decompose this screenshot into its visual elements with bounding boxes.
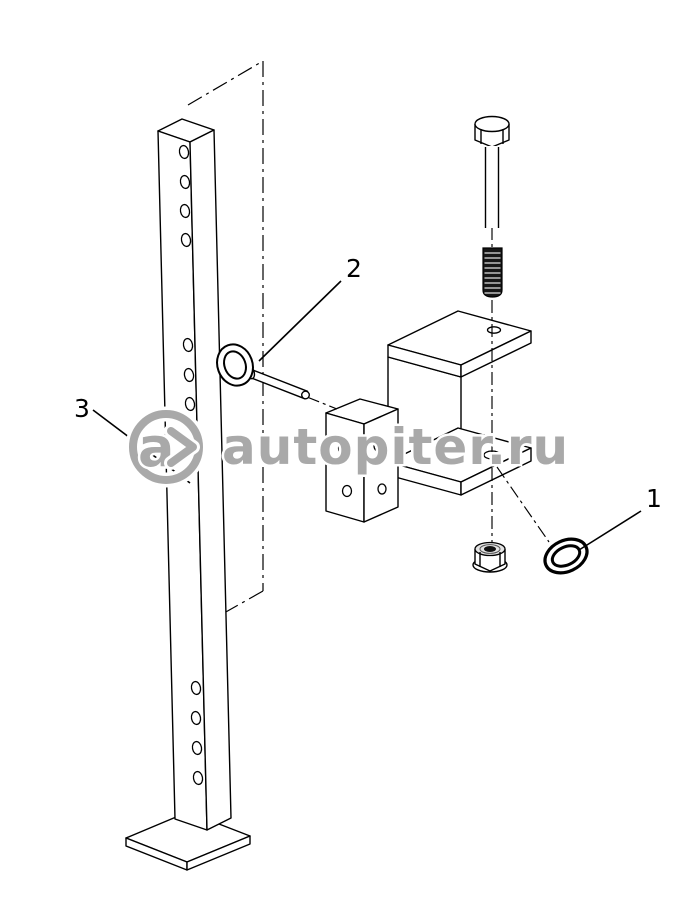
hex-bolt (474, 115, 510, 298)
socket-pin-hole (337, 441, 349, 455)
clamp-socket-box (325, 398, 399, 523)
bolt-shank-fill (485, 146, 499, 228)
flange-nut (472, 541, 508, 573)
callout-1-leader (578, 510, 642, 551)
linch-pin (216, 343, 311, 400)
post-hole (182, 337, 194, 353)
watermark-text: autopiter.ru (222, 418, 569, 476)
post-hole (192, 770, 204, 786)
plane-edge-top (187, 60, 264, 106)
upper-bolt-hole (486, 326, 502, 334)
ring-axis (496, 466, 550, 543)
clamp-upper-plate (387, 310, 532, 378)
upper-plate-right-face (460, 330, 532, 378)
socket-pin-hole (373, 440, 383, 452)
callout-1-label: 1 (646, 484, 662, 513)
logo-arrow-icon (167, 427, 197, 467)
callout-3-label: 3 (74, 394, 90, 423)
post-hole (190, 710, 202, 726)
socket-right-face (363, 408, 399, 523)
pin-tip (301, 390, 311, 400)
socket-pin-hole (341, 484, 353, 498)
callouts: 1 2 3 (74, 254, 662, 551)
post-adjustment-holes (178, 144, 204, 786)
callout-2-leader (258, 280, 342, 362)
watermark: a autopiter.ru (125, 406, 571, 488)
nut-hole (484, 546, 496, 552)
callout-2-label: 2 (346, 254, 362, 283)
post-hole (183, 367, 195, 383)
clamp-bracket (325, 310, 532, 523)
post-right-face (189, 129, 232, 831)
nut-thread-ring (479, 544, 501, 554)
post-hole (190, 680, 202, 696)
clamp-lower-plate (387, 427, 532, 496)
centerlines (306, 227, 550, 543)
post-hole (180, 232, 192, 248)
watermark-logo-letter: a (138, 416, 174, 479)
lower-plate-right-face (460, 447, 532, 496)
post-hole (179, 203, 191, 219)
lock-ring (543, 537, 589, 575)
bolt-thread-hatch (484, 252, 501, 294)
pin-axis (306, 396, 338, 410)
post-hole (184, 396, 196, 412)
callout-3-leader (92, 409, 191, 484)
bolt-head-top (474, 115, 510, 133)
post-hole (178, 144, 190, 160)
base-right-face (186, 835, 251, 871)
socket-pin-hole (377, 483, 387, 495)
post-hole (191, 740, 203, 756)
post-hole (179, 174, 191, 190)
pin-ring-inner (223, 350, 247, 380)
